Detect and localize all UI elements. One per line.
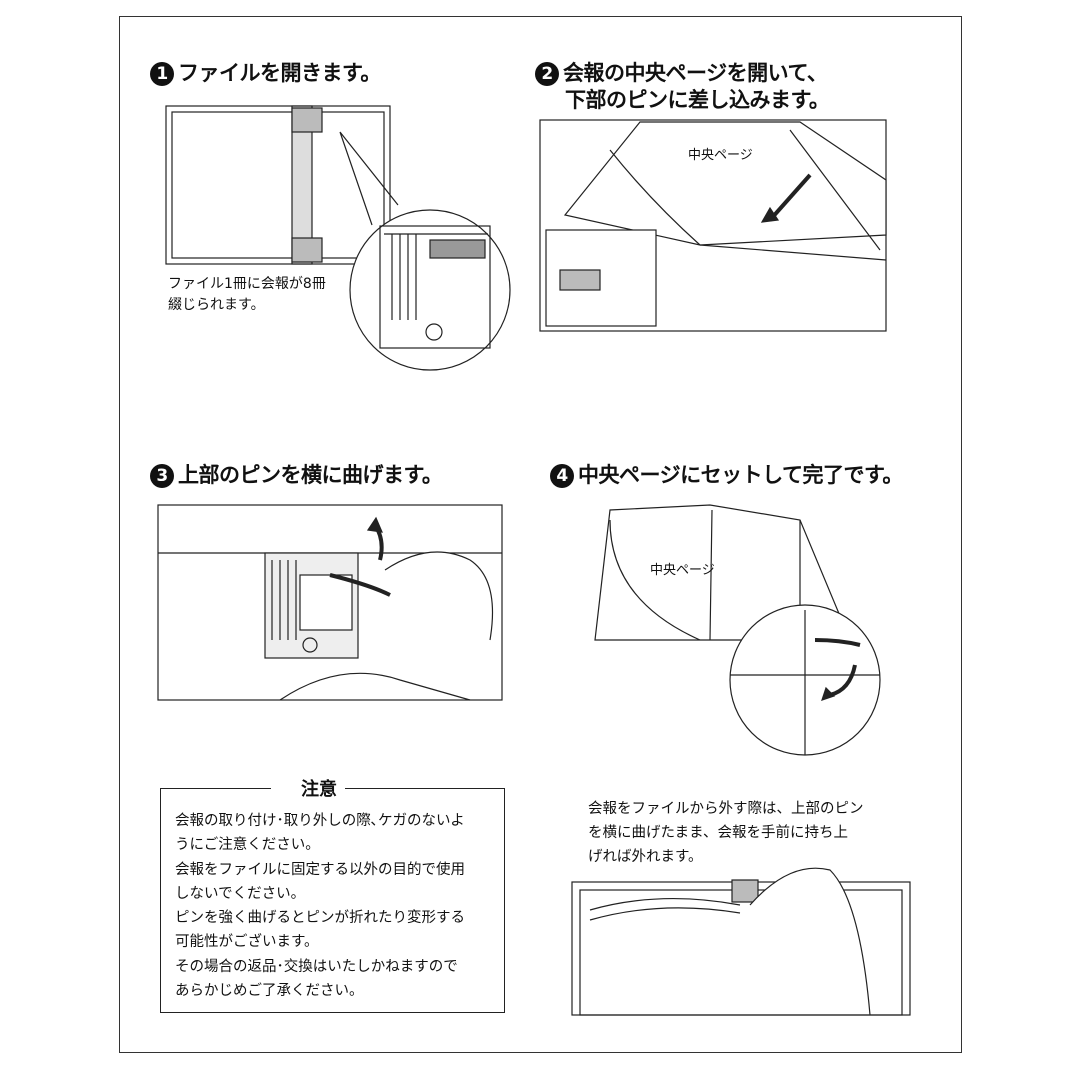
removal-note: 会報をファイルから外す際は、上部のピン を横に曲げたまま、会報を手前に持ち上 げ… [588, 797, 864, 869]
caution-body: 会報の取り付け･取り外しの際､ケガのないよ うにご注意ください。 会報をファイル… [175, 809, 465, 1003]
note-line: を横に曲げたまま、会報を手前に持ち上 [588, 825, 848, 841]
caption-line: ファイル1冊に会報が8冊 [168, 276, 326, 292]
set-center-page-illustration [594, 504, 881, 756]
caution-line: うにご注意ください。 [175, 837, 320, 854]
caution-title-text: 注意 [301, 779, 337, 800]
caution-line: あらかじめご了承ください。 [175, 983, 364, 1000]
step-title-line-2: 下部のピンに差し込みます。 [565, 88, 830, 112]
caution-line: 会報をファイルに固定する以外の目的で使用 [175, 861, 465, 878]
pin-magnifier-illustration [349, 209, 511, 371]
step-number: 3 [150, 464, 174, 488]
step-title: 中央ページにセットして完了です。 [578, 463, 903, 487]
step-title: ファイルを開きます。 [178, 61, 381, 85]
caution-line: 会報の取り付け･取り外しの際､ケガのないよ [175, 813, 465, 829]
step-number: 1 [150, 62, 174, 86]
note-line: げれば外れます。 [588, 849, 703, 865]
step-number: 2 [535, 62, 559, 86]
step-title-line-1: 会報の中央ページを開いて、 [563, 61, 828, 85]
step-number: 4 [550, 464, 574, 488]
center-page-label: 中央ページ [688, 148, 753, 163]
note-line: 会報をファイルから外す際は、上部のピン [588, 801, 864, 817]
caution-title: 注意 [271, 775, 345, 801]
center-page-label: 中央ページ [650, 563, 715, 578]
insert-center-page-illustration [539, 119, 887, 332]
caption-line: 綴じられます。 [168, 297, 265, 313]
outer-frame [119, 16, 962, 1053]
step-title: 上部のピンを横に曲げます。 [178, 463, 443, 487]
caution-line: その場合の返品･交換はいたしかねますので [175, 958, 458, 975]
remove-newsletter-illustration [571, 867, 911, 1016]
caution-line: ピンを強く曲げるとピンが折れたり変形する [175, 910, 465, 927]
caution-line: 可能性がございます。 [175, 934, 319, 951]
open-file-illustration [165, 105, 399, 265]
step-1-caption: ファイル1冊に会報が8冊 綴じられます。 [168, 274, 326, 316]
caution-line: しないでください。 [175, 885, 306, 902]
bend-top-pin-illustration [157, 504, 503, 701]
caution-box: 注意 会報の取り付け･取り外しの際､ケガのないよ うにご注意ください。 会報をフ… [160, 775, 505, 1013]
